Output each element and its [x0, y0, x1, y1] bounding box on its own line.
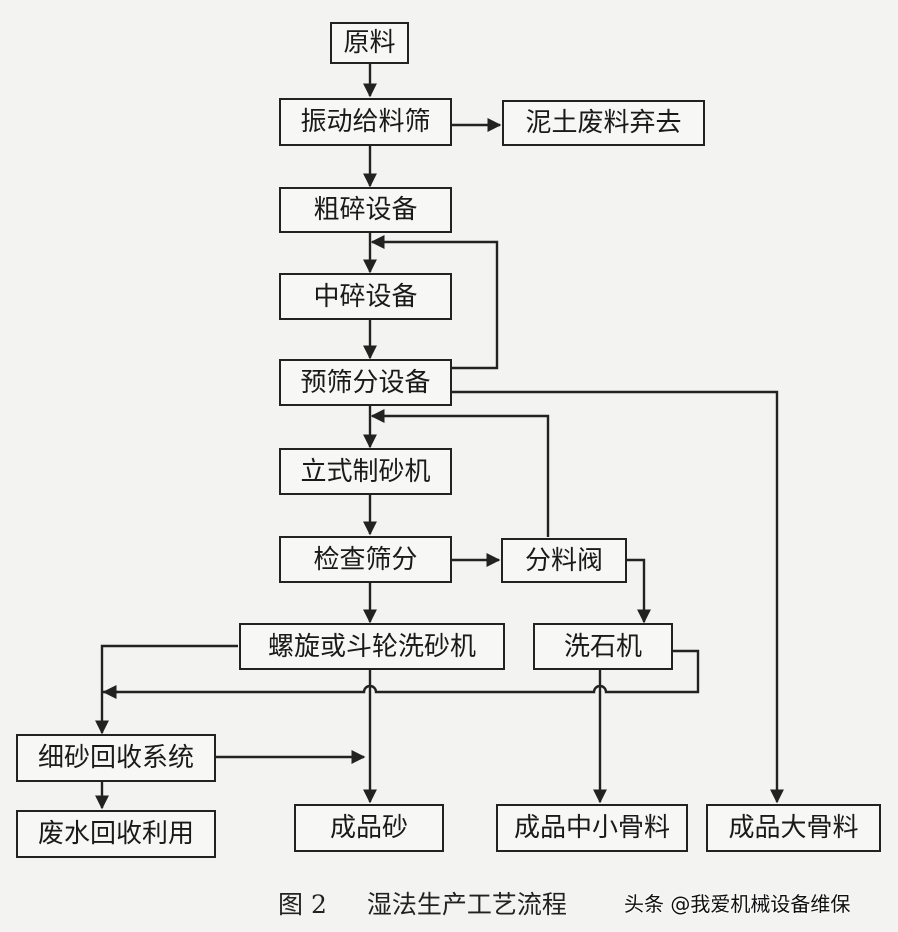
- node-mud-waste: 泥土废料弃去: [502, 100, 705, 146]
- arrow-valve-return-loop: [370, 409, 550, 537]
- arrow-prescreen-to-large-aggregate: [451, 390, 784, 804]
- node-wastewater-reuse: 废水回收利用: [16, 810, 216, 858]
- arrow-stonewasher-overflow-collector: [102, 649, 700, 694]
- arrow-valve-to-stonewasher: [626, 558, 651, 624]
- node-finished-sand: 成品砂: [294, 804, 444, 852]
- node-raw-material: 原料: [330, 22, 409, 64]
- node-finished-large-aggregate: 成品大骨料: [706, 804, 881, 852]
- node-distributing-valve: 分料阀: [501, 538, 627, 583]
- node-coarse-crusher: 粗碎设备: [279, 187, 452, 233]
- figure-caption: 图 2 湿法生产工艺流程: [278, 885, 567, 921]
- node-fine-sand-recovery: 细砂回收系统: [16, 734, 216, 782]
- node-finished-small-aggregate: 成品中小骨料: [496, 804, 688, 852]
- figure-title: 湿法生产工艺流程: [366, 890, 567, 919]
- arrow-sandwasher-overflow: [95, 644, 238, 735]
- source-watermark: 头条 @我爱机械设备维保: [624, 892, 851, 916]
- node-vertical-sand-maker: 立式制砂机: [279, 448, 452, 495]
- node-stone-washer: 洗石机: [533, 623, 673, 670]
- node-inspection-screen: 检查筛分: [279, 536, 452, 583]
- figure-number: 图 2: [278, 890, 327, 919]
- node-pre-screening: 预筛分设备: [279, 359, 452, 406]
- node-medium-crusher: 中碎设备: [279, 273, 452, 320]
- node-sand-washer: 螺旋或斗轮洗砂机: [239, 623, 505, 670]
- arrow-prescreen-return-loop: [370, 235, 499, 370]
- node-vibrating-feeder: 振动给料筛: [279, 98, 452, 146]
